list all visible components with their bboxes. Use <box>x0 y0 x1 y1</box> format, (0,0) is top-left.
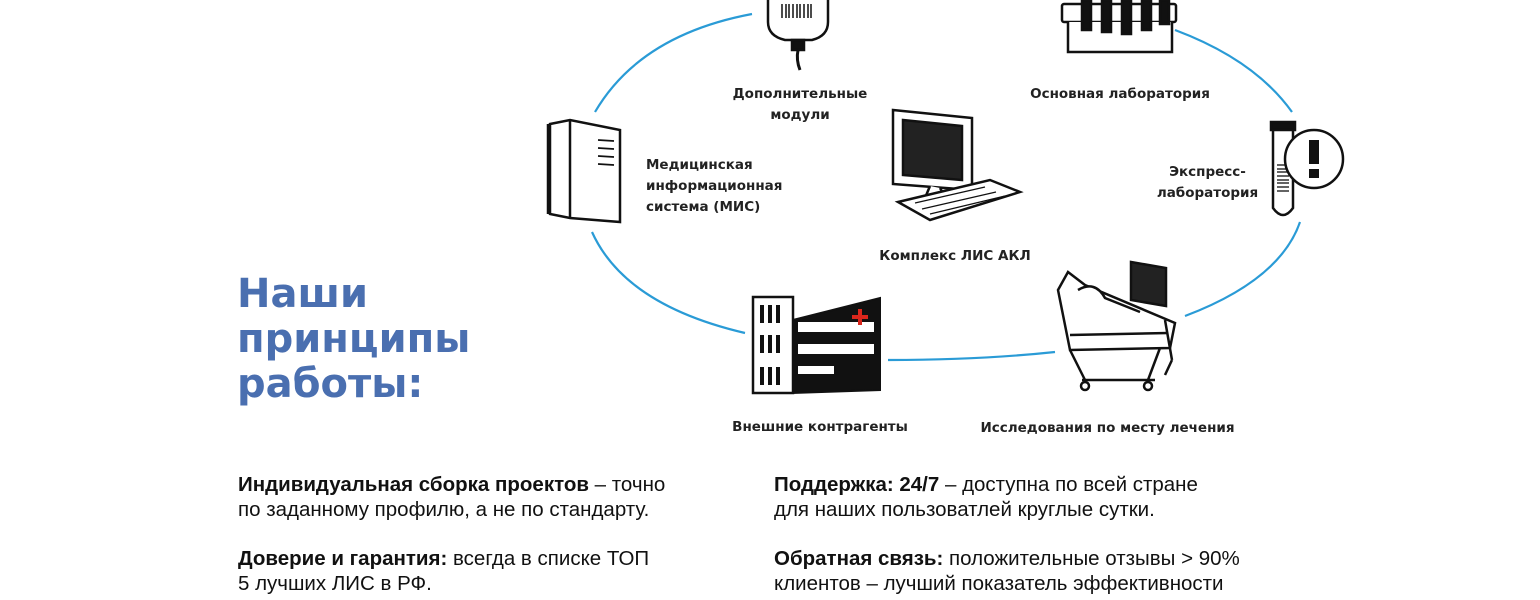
node-label-point-of-care: Исследования по месту лечения <box>980 418 1235 439</box>
heading-line: работы: <box>237 361 424 407</box>
connection-ring <box>590 12 1302 362</box>
principle-trust: Доверие и гарантия: всегда в списке ТОП … <box>238 546 758 596</box>
heading-line: принципы <box>237 316 471 362</box>
hospital-building-icon <box>751 295 881 395</box>
principle-title: Доверие и гарантия: <box>238 547 448 570</box>
hospital-bed-icon <box>1056 260 1177 392</box>
principle-title: Обратная связь: <box>774 547 944 570</box>
node-label-line: система (МИС) <box>646 199 761 215</box>
node-label-mis: Медицинская информационная система (МИС) <box>646 155 782 218</box>
principle-text-line2: по заданному профилю, а не по стандарту. <box>238 498 650 521</box>
node-label-line: Дополнительные <box>732 86 868 102</box>
test-tube-alert-icon <box>1269 120 1345 217</box>
principle-title: Поддержка: 24/7 <box>774 473 940 496</box>
principle-support: Поддержка: 24/7 – доступна по всей стран… <box>774 472 1294 522</box>
principle-text: – точно <box>588 473 666 496</box>
principle-text-line2: для наших пользоватлей круглые сутки. <box>774 498 1155 521</box>
principle-text: положительные отзывы > 90% <box>943 547 1240 570</box>
test-tube-rack-icon <box>1060 0 1178 54</box>
node-label-line: информационная <box>646 178 783 194</box>
node-label-line: Экспресс- <box>1169 164 1246 180</box>
principle-text: – доступна по всей стране <box>939 473 1198 496</box>
node-label-line: Исследования по месту лечения <box>980 420 1235 436</box>
principle-text-line2: клиентов – лучший показатель эффективнос… <box>774 572 1224 595</box>
page-heading: Наши принципы работы: <box>237 272 470 407</box>
node-label-line: модули <box>770 107 830 123</box>
node-label-express-lab: Экспресс- лаборатория <box>1150 162 1265 204</box>
server-tower-icon <box>546 118 622 224</box>
iv-bag-icon <box>766 0 830 71</box>
principle-feedback: Обратная связь: положительные отзывы > 9… <box>774 546 1334 596</box>
node-label-center: Комплекс ЛИС АКЛ <box>870 246 1040 267</box>
node-label-line: Внешние контрагенты <box>732 419 908 435</box>
workstation-icon <box>891 108 1024 222</box>
principle-text: всегда в списке ТОП <box>447 547 650 570</box>
node-label-external: Внешние контрагенты <box>725 417 915 438</box>
node-label-additional-modules: Дополнительные модули <box>720 84 880 126</box>
heading-line: Наши <box>237 271 368 317</box>
node-label-line: Медицинская <box>646 157 753 173</box>
node-label-line: лаборатория <box>1156 185 1259 201</box>
node-label-line: Основная лаборатория <box>1030 86 1210 102</box>
principle-title: Индивидуальная сборка проектов <box>238 473 589 496</box>
principle-text-line2: 5 лучших ЛИС в РФ. <box>238 572 432 595</box>
principle-individual-assembly: Индивидуальная сборка проектов – точно п… <box>238 472 758 522</box>
node-label-main-lab: Основная лаборатория <box>1010 84 1230 105</box>
node-label-line: Комплекс ЛИС АКЛ <box>879 248 1031 264</box>
